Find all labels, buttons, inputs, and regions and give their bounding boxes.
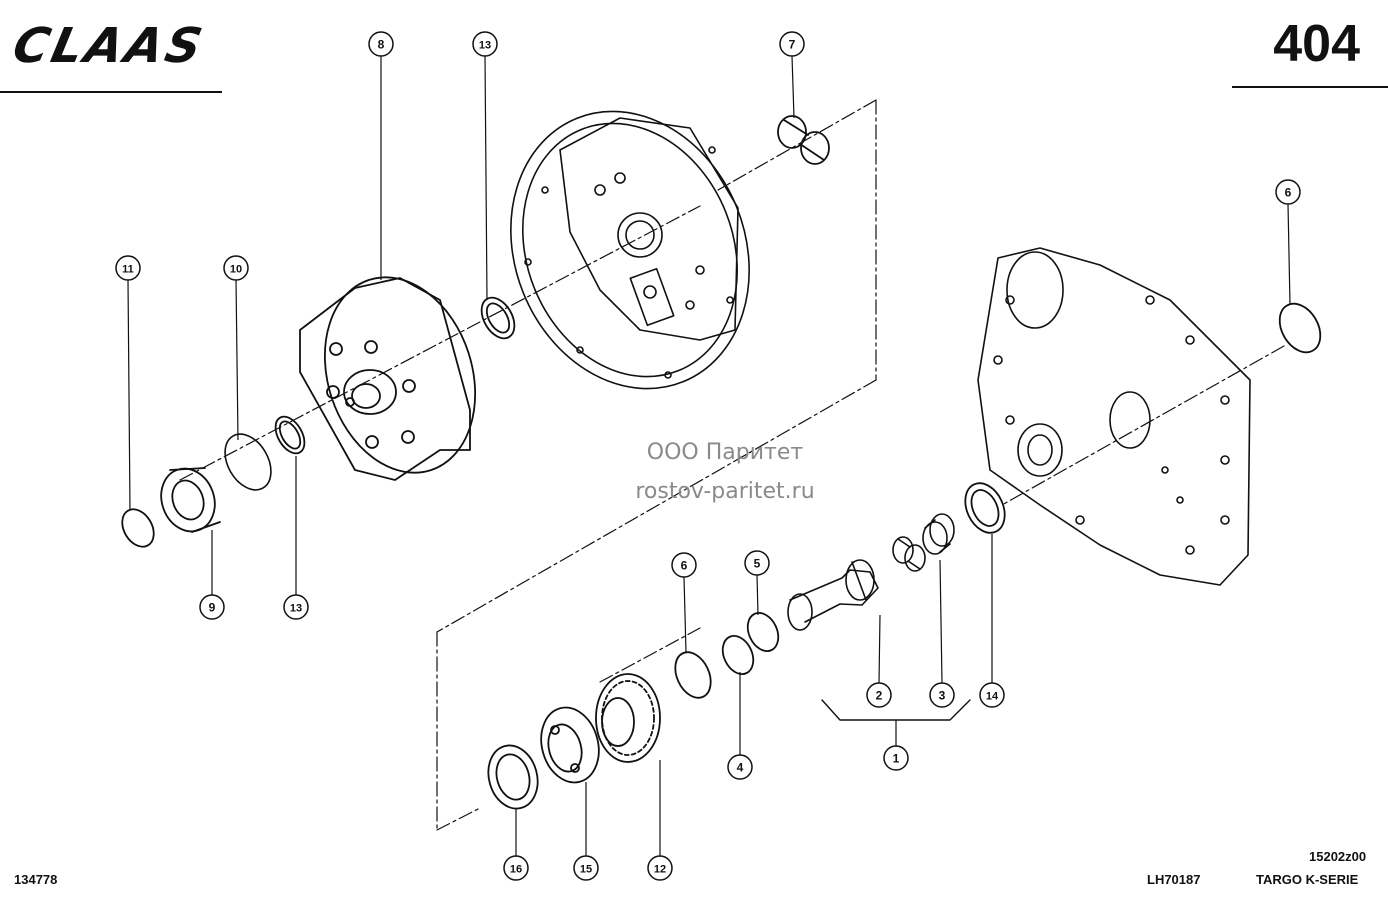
callout-leader-c6a (683, 576, 687, 653)
callout-leader-c11 (127, 279, 131, 511)
footer-series: TARGO K-SERIE (1256, 872, 1359, 887)
footer-drawing-code: 15202z00 (1309, 849, 1367, 864)
callout-leader-c6b (1287, 203, 1291, 306)
callout-leader-c7 (791, 55, 795, 119)
callout-label: 7 (789, 38, 796, 52)
callout-circle (929, 682, 955, 708)
callout-leader-c5 (756, 574, 759, 616)
callout-c13a: 13 (472, 31, 498, 57)
callout-label: 13 (290, 603, 302, 615)
page-number-underline (1232, 86, 1388, 88)
callout-c5: 5 (744, 550, 770, 576)
callout-circle (115, 255, 141, 281)
callout-label: 16 (510, 864, 522, 876)
callout-circle (503, 855, 529, 881)
part-gear (595, 673, 661, 763)
callout-leader-lines (127, 55, 1291, 856)
callout-label: 5 (754, 557, 761, 571)
callout-c3: 3 (929, 682, 955, 708)
callout-c1: 1 (883, 745, 909, 771)
part-shaft (787, 559, 879, 631)
part-seal-lower (487, 744, 539, 810)
part-snap-ring-right (1278, 302, 1322, 354)
callout-label: 14 (986, 691, 999, 703)
callout-c12: 12 (647, 855, 673, 881)
part-ring-lower (274, 415, 306, 455)
callout-label: 12 (654, 864, 666, 876)
callout-leader-c3 (939, 559, 943, 684)
part-snap-ring-lower (674, 651, 712, 699)
part-sleeve (777, 115, 830, 165)
part-bushing (892, 536, 926, 572)
part-o-ring (224, 433, 272, 491)
callout-circle (779, 31, 805, 57)
part-ring-5 (746, 612, 780, 652)
callout-circle (1275, 179, 1301, 205)
callout-circle (283, 594, 309, 620)
callout-circle (199, 594, 225, 620)
callout-circle (671, 552, 697, 578)
footer-middle-code: LH70187 (1147, 872, 1201, 887)
callout-circle (866, 682, 892, 708)
callout-c15: 15 (573, 855, 599, 881)
callout-label: 15 (580, 864, 592, 876)
callout-c6b: 6 (1275, 179, 1301, 205)
part-ring-14 (964, 482, 1006, 534)
callout-c13b: 13 (283, 594, 309, 620)
callout-circle (223, 255, 249, 281)
callout-c2: 2 (866, 682, 892, 708)
part-snap-ring-left (121, 508, 155, 548)
callout-leader-c10 (235, 279, 239, 441)
callout-circle (368, 31, 394, 57)
callout-circle (744, 550, 770, 576)
callout-label: 13 (479, 40, 491, 52)
callout-label: 3 (939, 689, 946, 703)
part-gearbox-housing (977, 247, 1251, 586)
callout-label: 10 (230, 264, 242, 276)
callout-c14: 14 (979, 682, 1005, 708)
part-bell-housing (510, 110, 750, 390)
watermark-website: rostov-paritet.ru (635, 479, 815, 504)
part-ring-upper (480, 296, 516, 340)
callout-circle (883, 745, 909, 771)
callout-circle (573, 855, 599, 881)
callout-label: 6 (681, 559, 688, 573)
callout-c16: 16 (503, 855, 529, 881)
logo-underline (0, 91, 222, 93)
callout-c4: 4 (727, 754, 753, 780)
watermark-company: ООО Паритет (646, 440, 804, 465)
part-flange-hub (299, 276, 477, 481)
callout-c9: 9 (199, 594, 225, 620)
part-ring-4 (721, 635, 755, 675)
callout-label: 9 (209, 601, 216, 615)
page-number: 404 (1273, 15, 1360, 73)
callout-label: 6 (1285, 186, 1292, 200)
callout-label: 8 (378, 38, 385, 52)
callout-leader-c13a (484, 55, 488, 301)
group-bracket (821, 699, 971, 721)
callout-c11: 11 (115, 255, 141, 281)
callout-circle (472, 31, 498, 57)
callout-c10: 10 (223, 255, 249, 281)
callout-label: 1 (893, 752, 900, 766)
callout-label: 2 (876, 689, 883, 703)
callout-c6a: 6 (671, 552, 697, 578)
callout-label: 11 (122, 264, 134, 276)
callout-c7: 7 (779, 31, 805, 57)
callout-circle (647, 855, 673, 881)
callout-label: 4 (737, 761, 744, 775)
callout-leader-c2 (878, 614, 881, 684)
callout-circle (979, 682, 1005, 708)
callout-c8: 8 (368, 31, 394, 57)
assembly-axis-lines (179, 99, 1285, 831)
footer-left-code: 134778 (14, 872, 58, 887)
part-seal-left (160, 467, 221, 533)
callout-circle (727, 754, 753, 780)
part-ball-bearing (540, 706, 600, 784)
part-needle-bearing (922, 513, 955, 555)
